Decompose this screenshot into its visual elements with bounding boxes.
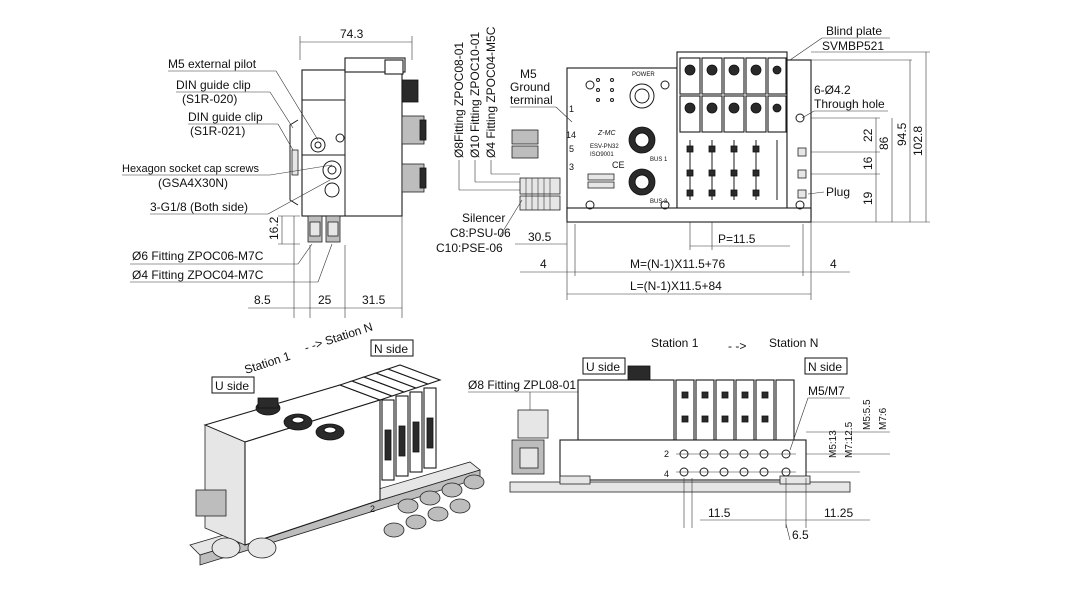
port-row-2 [676,449,796,459]
label-station1-right: Station 1 [651,336,699,350]
label-fit8-right: Ø8 Fitting ZPL08-01 [468,378,576,392]
label-blind-plate-code: SVMBP521 [822,39,884,53]
svg-text:3: 3 [569,162,574,172]
svg-text:ESV-PN32: ESV-PN32 [590,144,619,150]
front-view: POWER BUS 1 BUS 2 Z-MC ESV-PN32 ISO9001 … [436,24,930,300]
svg-text:1: 1 [569,104,574,114]
label-terminal: terminal [510,93,553,107]
label-c8: C8:PSU-06 [450,226,511,240]
label-hex-screws: Hexagon socket cap screws [122,163,259,175]
iso-valve-slices [338,364,442,481]
label-u-side-right: U side [586,360,620,374]
status-leds [596,78,614,102]
label-g18: 3-G1/8 (Both side) [150,200,248,214]
label-blind-plate: Blind plate [826,24,882,38]
dim-4-right: 4 [830,257,837,271]
label-silencer: Silencer [462,211,505,225]
dim-86: 86 [877,136,891,150]
power-connector [629,83,655,109]
svg-text:2: 2 [370,504,375,514]
valve-stations [679,57,787,200]
label-din-clip-2: DIN guide clip [188,110,263,124]
dim-16: 16 [861,156,875,170]
svg-text:2: 2 [664,449,669,459]
dim-30-5: 30.5 [528,230,552,244]
label-m7-6: M7:6 [878,407,889,430]
label-arrow-right: - -> [728,339,746,353]
label-m7-12-5: M7:12.5 [844,421,855,458]
dim-102-8: 102.8 [911,126,925,156]
dim-m-formula: M=(N-1)X11.5+76 [630,257,725,271]
label-n-side-right: N side [808,360,842,374]
dim-pitch: P=11.5 [718,232,756,246]
vertical-fitting-labels: Ø8Fitting ZPOC08-01 Ø10 Fitting ZPOC10-0… [452,26,520,191]
dim-11-25: 11.25 [824,506,853,520]
svg-text:5: 5 [569,144,574,154]
u-side-box-right [582,357,626,375]
dim-94-5: 94.5 [895,122,909,146]
svg-text:ISO9001: ISO9001 [590,152,614,158]
label-din-clip-1-code: (S1R-020) [182,92,237,106]
dim-4-left: 4 [540,257,547,271]
n-side-box-right [804,357,848,375]
dim-74-3: 74.3 [340,27,364,41]
label-fit6: Ø6 Fitting ZPOC06-M7C [132,249,264,263]
isometric-view: Station 1 - -> Station N U side N side [189,320,485,566]
label-fit4: Ø4 Fitting ZPOC04-M7C [132,268,264,282]
label-u-side-left: U side [215,379,249,393]
svg-text:CE: CE [612,160,625,170]
dim-22: 22 [861,128,875,142]
mount-screws [585,80,805,210]
label-vfit2: Ø10 Fitting ZPOC10-01 [468,32,482,158]
side-view: 74.3 8.5 25 31.5 [122,27,427,318]
svg-text:BUS 1: BUS 1 [650,157,668,163]
label-ground: Ground [510,80,550,94]
n-side-box-left [370,339,414,357]
label-holes: 6-Ø4.2 [814,83,851,97]
valve-slices-front [675,379,795,443]
svg-text:BUS 2: BUS 2 [650,199,668,205]
label-through-hole: Through hole [814,97,885,111]
dim-6-5: 6.5 [792,528,809,542]
dim-8-5: 8.5 [254,293,271,307]
label-m5-5-5: M5:5.5 [862,399,873,430]
label-m5-pilot: M5 external pilot [168,57,257,71]
label-m5-13: M5:13 [828,430,839,458]
svg-text:POWER: POWER [632,72,655,78]
label-din-clip-2-code: (S1R-021) [190,124,245,138]
iso-fittings [195,474,485,559]
dim-25: 25 [318,293,332,307]
bottom-front-view: Station 1 - -> Station N U side N side [468,336,890,542]
label-din-clip-1: DIN guide clip [176,78,251,92]
dim-16-2: 16.2 [267,216,281,240]
label-stationN-right: Station N [769,336,818,350]
label-c10: C10:PSE-06 [436,241,503,255]
silencer-ribs [525,178,551,210]
side-body [301,69,403,217]
svg-text:14: 14 [566,130,576,140]
dim-l-formula: L=(N-1)X11.5+84 [630,279,722,293]
label-plug: Plug [826,185,850,199]
label-station1-left: Station 1 [243,349,293,377]
label-vfit3: Ø4 Fitting ZPOC04-M5C [484,26,498,158]
dim-31-5: 31.5 [362,293,386,307]
label-m5m7: M5/M7 [808,384,845,398]
port-row-4 [676,467,796,477]
dim-11-5: 11.5 [708,506,731,520]
svg-text:4: 4 [664,469,669,479]
front-head-plate [566,67,678,219]
u-side-box-left [211,376,255,394]
dim-19: 19 [861,191,875,205]
label-hex-screws-code: (GSA4X30N) [158,176,228,190]
label-stationN-left: - -> Station N [303,320,375,355]
label-n-side-left: N side [374,342,408,356]
label-m5: M5 [520,67,537,81]
label-vfit1: Ø8Fitting ZPOC08-01 [452,42,466,158]
brand-logo: Z-MC [597,130,616,137]
